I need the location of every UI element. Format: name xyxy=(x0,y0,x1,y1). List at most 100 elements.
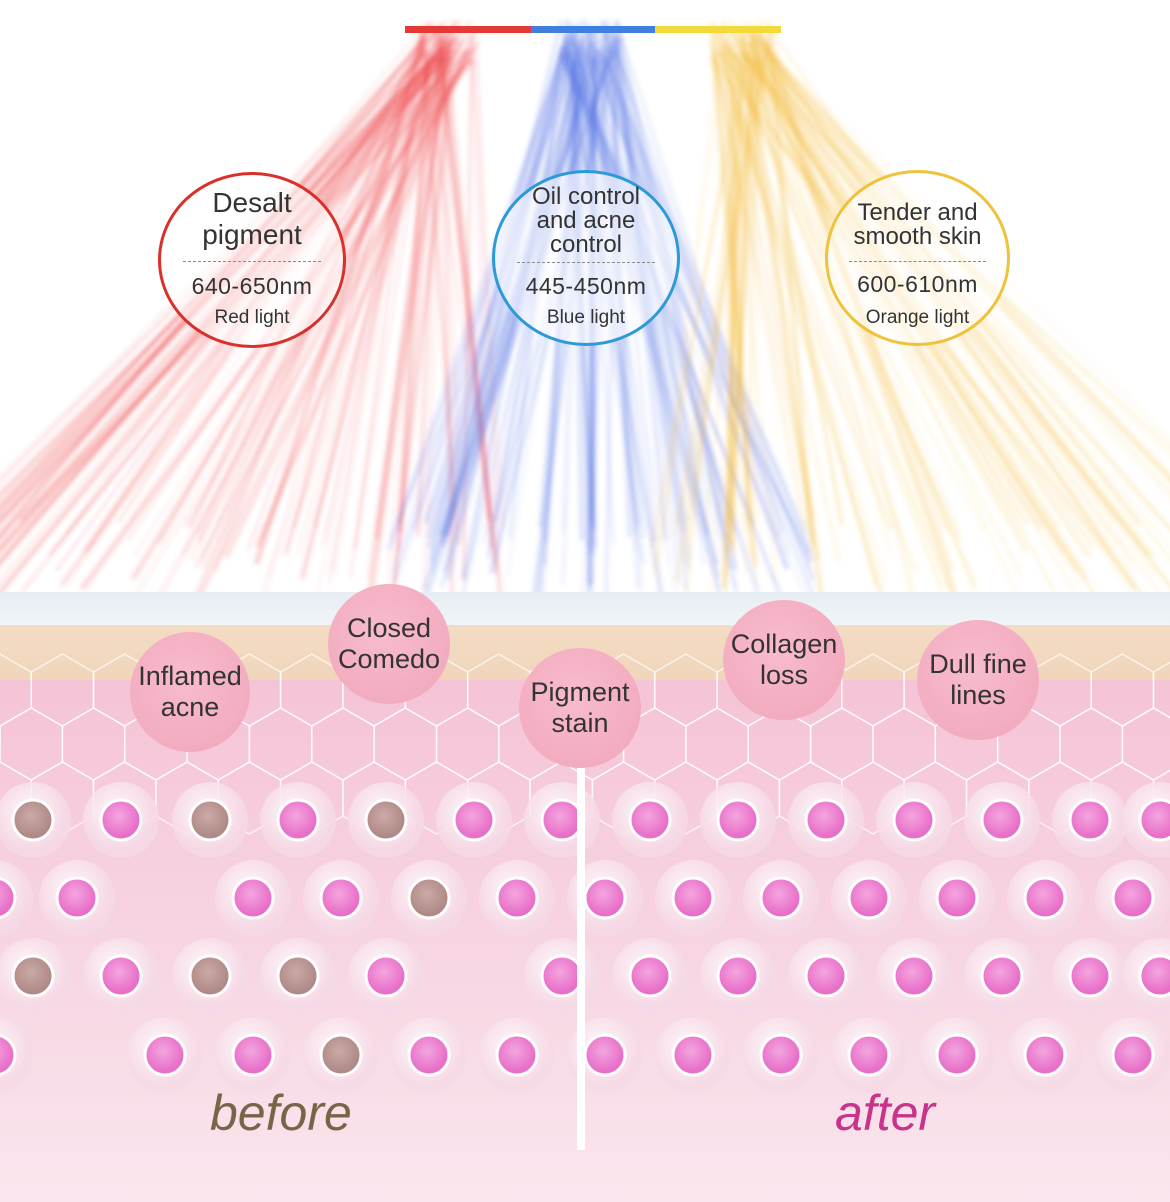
healthy-cell xyxy=(231,1033,275,1077)
healthy-cell xyxy=(1111,876,1155,920)
healthy-cell xyxy=(847,1033,891,1077)
red-light-circle: Desalt pigment 640-650nm Red light xyxy=(158,172,346,348)
red-light-label: Red light xyxy=(214,307,290,328)
light-ray xyxy=(428,20,563,561)
light-ray xyxy=(266,56,447,579)
healthy-cell xyxy=(495,1033,539,1077)
healthy-cell xyxy=(628,954,672,998)
light-ray xyxy=(588,42,819,606)
healthy-cell xyxy=(55,876,99,920)
healthy-cell xyxy=(1023,1033,1067,1077)
red-light-divider xyxy=(182,261,322,262)
issue-pigment-stain-line-1: Pigment xyxy=(530,676,630,707)
pigmented-cell xyxy=(364,798,408,842)
blue-light-wavelength: 445-450nm xyxy=(525,273,647,299)
light-ray xyxy=(377,24,439,552)
orange-light-wavelength: 600-610nm xyxy=(857,271,978,297)
pigmented-cell xyxy=(11,798,55,842)
healthy-cell xyxy=(495,876,539,920)
top-bar-red xyxy=(405,26,531,33)
healthy-cell xyxy=(935,1033,979,1077)
healthy-cell xyxy=(319,876,363,920)
healthy-cell xyxy=(583,876,627,920)
light-ray xyxy=(397,53,430,533)
healthy-cell xyxy=(671,1033,715,1077)
light-ray xyxy=(758,40,1170,441)
issue-dull-fine-lines-line-2: lines xyxy=(950,680,1006,710)
orange-light-circle: Tender and smooth skin 600-610nm Orange … xyxy=(825,170,1010,346)
after-label: after xyxy=(835,1085,936,1141)
before-label: before xyxy=(210,1085,352,1141)
issue-inflamed-acne-line-1: Inflamed xyxy=(138,660,242,691)
healthy-cell xyxy=(716,954,760,998)
pigmented-cell xyxy=(188,954,232,998)
healthy-cell xyxy=(452,798,496,842)
top-bar-blue xyxy=(531,26,655,33)
light-ray xyxy=(713,48,918,573)
healthy-cell xyxy=(1138,798,1170,842)
issue-collagen-loss-line-1: Collagen xyxy=(730,628,838,659)
blue-light-title-2: and acne xyxy=(536,207,636,234)
blue-light-title-1: Oil control xyxy=(531,183,641,210)
red-light-title-1: Desalt xyxy=(212,187,292,218)
issue-closed-comedo-line-2: Comedo xyxy=(337,644,441,674)
light-ray xyxy=(732,58,751,560)
orange-light-label: Orange light xyxy=(865,307,970,328)
healthy-cell xyxy=(847,876,891,920)
healthy-cell xyxy=(980,954,1024,998)
issue-pigment-stain-line-2: stain xyxy=(551,708,609,738)
pigmented-cell xyxy=(11,954,55,998)
light-ray xyxy=(738,27,825,599)
blue-light-circle: Oil control and acne control 445-450nm B… xyxy=(492,170,680,346)
healthy-cell xyxy=(407,1033,451,1077)
healthy-cell xyxy=(1111,1033,1155,1077)
healthy-cell xyxy=(759,1033,803,1077)
orange-light-title-1: Tender and xyxy=(857,199,978,226)
healthy-cell xyxy=(364,954,408,998)
healthy-cell xyxy=(583,1033,627,1077)
healthy-cell xyxy=(0,1034,17,1076)
healthy-cell xyxy=(231,876,275,920)
healthy-cell xyxy=(892,798,936,842)
healthy-cell xyxy=(935,876,979,920)
healthy-cell xyxy=(980,798,1024,842)
healthy-cell xyxy=(716,798,760,842)
light-ray xyxy=(672,21,762,538)
light-ray xyxy=(751,51,764,523)
light-ray xyxy=(709,55,894,531)
healthy-cell xyxy=(99,798,143,842)
healthy-cell xyxy=(1023,876,1067,920)
healthy-cell xyxy=(276,798,320,842)
red-light-wavelength: 640-650nm xyxy=(191,273,313,299)
light-ray xyxy=(595,49,816,580)
light-ray xyxy=(388,50,581,596)
before-after-divider xyxy=(577,765,585,1150)
healthy-cell xyxy=(671,876,715,920)
blue-light-title-3: control xyxy=(549,231,623,258)
healthy-cell xyxy=(0,877,17,919)
light-ray xyxy=(656,24,723,592)
issue-dull-fine-lines-line-1: Dull fine xyxy=(929,648,1027,679)
healthy-cell xyxy=(143,1033,187,1077)
pigmented-cell xyxy=(276,954,320,998)
pigmented-cell xyxy=(188,798,232,842)
healthy-cell xyxy=(628,798,672,842)
issue-inflamed-acne-line-2: acne xyxy=(160,692,220,722)
healthy-cell xyxy=(892,954,936,998)
healthy-cell xyxy=(1068,798,1112,842)
blue-light-label: Blue light xyxy=(546,307,626,328)
healthy-cell xyxy=(804,798,848,842)
issue-closed-comedo-line-1: Closed xyxy=(346,612,432,643)
blue-light-divider xyxy=(516,262,656,263)
orange-light-title-2: smooth skin xyxy=(853,223,982,250)
healthy-cell xyxy=(1138,954,1170,998)
issue-collagen-loss-line-2: loss xyxy=(759,660,808,690)
healthy-cell xyxy=(99,954,143,998)
light-ray xyxy=(745,57,760,522)
orange-light-divider xyxy=(849,261,986,262)
